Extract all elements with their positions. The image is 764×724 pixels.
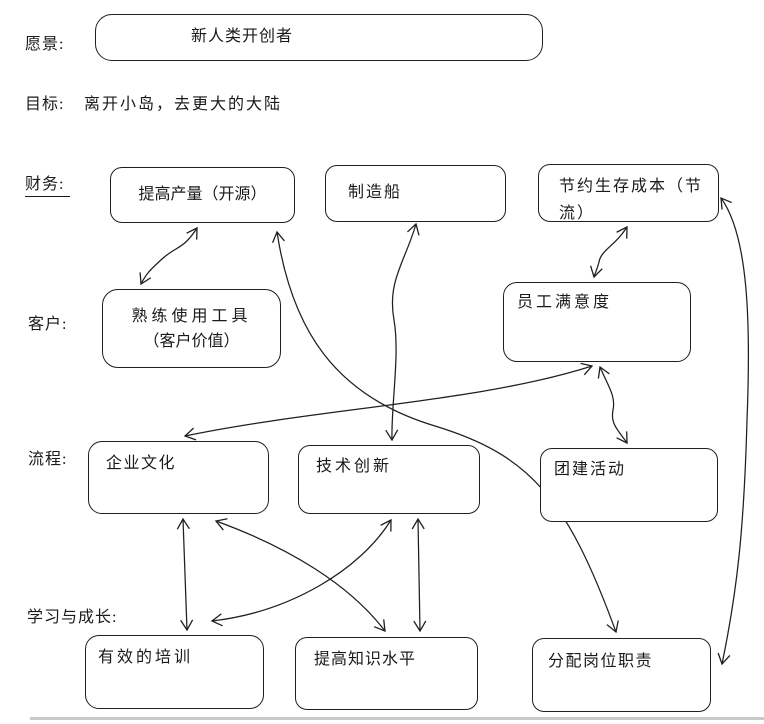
node-corporate-culture: 企业文化	[88, 441, 269, 514]
connector-corporate_culture-improve_knowledge	[214, 518, 386, 633]
node-increase-output-label: 提高产量（开源）	[138, 185, 267, 203]
node-tech-innovation: 技术创新	[298, 445, 480, 514]
customer-row-label: 客户:	[28, 316, 68, 333]
node-improve-knowledge-label: 提高知识水平	[314, 651, 417, 668]
node-build-ship-label: 制造船	[348, 184, 403, 202]
node-build-ship: 制造船	[325, 165, 506, 222]
connector-corporate_culture-employee_satisfaction	[183, 362, 594, 441]
node-save-living-cost-label: 节约生存成本（节流）	[559, 178, 704, 222]
node-vision-label: 新人类开创者	[191, 28, 294, 46]
node-effective-training: 有效的培训	[85, 635, 264, 709]
connector-effective_training-tech_innovation	[210, 518, 392, 627]
node-improve-knowledge: 提高知识水平	[295, 637, 478, 710]
process-row-label: 流程:	[28, 451, 68, 468]
node-skilled-tool-use-label-line1: 熟练使用工具	[131, 307, 252, 325]
node-tech-innovation-label: 技术创新	[316, 458, 393, 475]
connector-save_cost-assign_duties	[717, 196, 750, 666]
node-assign-job-duties: 分配岗位职责	[532, 638, 711, 712]
connector-build_ship-tech_innovation	[385, 222, 420, 442]
connector-employee_satisfaction-team_building	[597, 365, 628, 445]
goal-text: 离开小岛，去更大的大陆	[84, 96, 283, 113]
node-skilled-tool-use: 熟练使用工具 （客户价值）	[102, 289, 281, 368]
node-effective-training-label: 有效的培训	[98, 649, 194, 666]
node-increase-output: 提高产量（开源）	[110, 167, 295, 223]
page-bottom-edge	[30, 717, 764, 720]
node-vision: 新人类开创者	[95, 14, 543, 61]
node-corporate-culture-label: 企业文化	[106, 455, 177, 472]
node-employee-satisfaction-label: 员工满意度	[517, 294, 613, 311]
learning-growth-row-label: 学习与成长:	[27, 609, 118, 626]
node-save-living-cost: 节约生存成本（节流）	[538, 164, 719, 222]
goal-row-label: 目标:	[25, 96, 65, 113]
node-employee-satisfaction: 员工满意度	[503, 282, 691, 362]
node-skilled-tool-use-label-line2: （客户价值）	[143, 332, 240, 350]
connector-corporate_culture-effective_training	[176, 517, 194, 632]
connector-save_cost-employee_satisfaction	[589, 225, 628, 279]
node-assign-job-duties-label: 分配岗位职责	[548, 653, 654, 670]
connector-increase_output-skilled_tools	[139, 226, 198, 286]
connector-tech_innovation-improve_knowledge	[411, 517, 427, 633]
node-team-building: 团建活动	[540, 448, 718, 522]
node-team-building-label: 团建活动	[554, 461, 627, 478]
finance-row-label: 财务:	[25, 170, 71, 197]
vision-row-label: 愿景:	[25, 36, 65, 53]
